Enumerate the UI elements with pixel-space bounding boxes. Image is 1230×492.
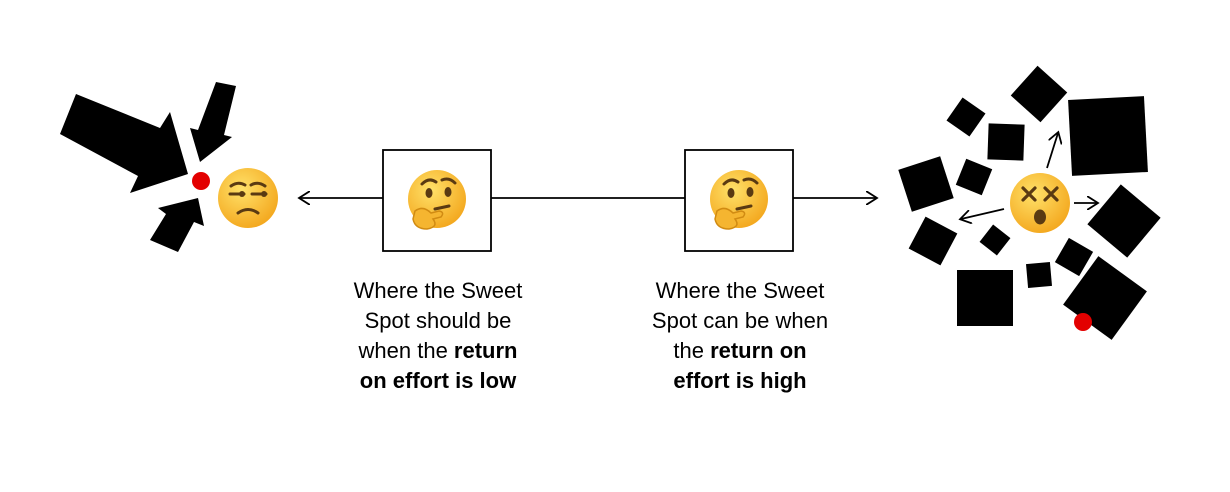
scatter-square — [1068, 96, 1148, 176]
scatter-square — [979, 224, 1011, 256]
thinking-face-icon — [710, 170, 768, 230]
scatter-square — [955, 158, 993, 196]
caption-high-line1: Where the Sweet — [655, 278, 825, 303]
scatter-square — [1010, 65, 1068, 123]
right-scatter-cluster — [898, 65, 1161, 340]
thinking-face-icon — [408, 170, 466, 230]
unamused-face-icon — [218, 168, 278, 228]
caption-low-line3-plain: when the — [358, 338, 454, 363]
caption-low-line1: Where the Sweet — [353, 278, 523, 303]
scatter-square — [987, 123, 1025, 161]
caption-high-line4-bold: effort is high — [673, 368, 807, 393]
big-arrow-shape — [60, 94, 188, 193]
caption-high-return: Where the Sweet Spot can be when the ret… — [630, 276, 850, 396]
caption-high-line3-bold: return on — [710, 338, 807, 363]
left-pressure-cluster — [60, 82, 278, 252]
down-arrow-shape — [190, 82, 236, 162]
sweet-spot-dot-left — [192, 172, 210, 190]
dizzy-face-icon — [1010, 173, 1070, 233]
caption-high-line2: Spot can be when — [651, 308, 829, 333]
thinking-box-right — [684, 149, 794, 252]
scatter-square — [908, 216, 958, 266]
caption-low-return: Where the Sweet Spot should be when the … — [328, 276, 548, 396]
thinking-box-left — [382, 149, 492, 252]
small-arrow-left — [961, 208, 1005, 219]
caption-low-line2: Spot should be — [364, 308, 512, 333]
scatter-square — [946, 97, 986, 137]
caption-low-line4-bold: on effort is low — [359, 368, 517, 393]
sweet-spot-dot-right — [1074, 313, 1092, 331]
scatter-square — [898, 156, 954, 212]
caption-high-line3-plain: the — [673, 338, 711, 363]
up-arrow-shape — [150, 198, 204, 252]
scatter-square — [1087, 184, 1161, 258]
scatter-square — [957, 270, 1013, 326]
scatter-square — [1054, 237, 1094, 277]
scatter-square — [1025, 261, 1053, 289]
caption-low-line3-bold: return — [453, 338, 518, 363]
small-arrow-up — [1046, 133, 1058, 169]
